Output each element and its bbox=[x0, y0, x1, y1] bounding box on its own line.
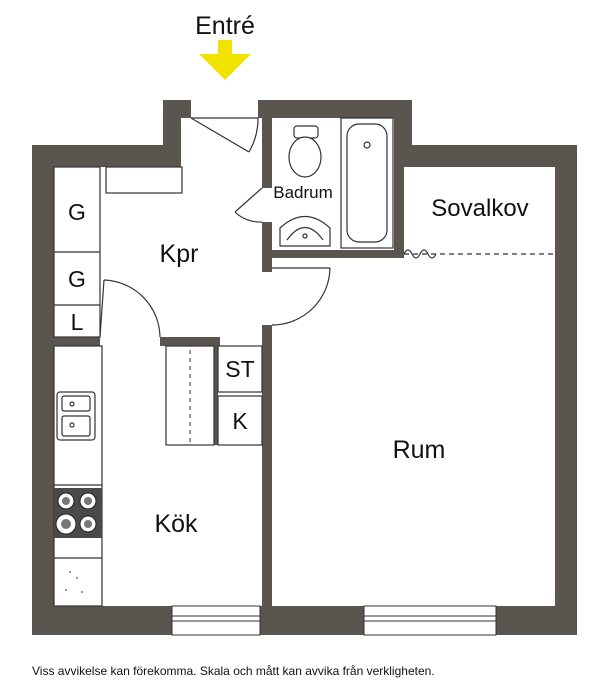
entrance-arrow bbox=[199, 40, 251, 80]
storage-closets bbox=[165, 345, 263, 446]
alcove-curtain bbox=[403, 249, 555, 259]
storage-label-k: K bbox=[232, 408, 248, 434]
storage-label-st: ST bbox=[225, 356, 254, 382]
entrance-label: Entré bbox=[195, 12, 255, 40]
disclaimer-text: Viss avvikelse kan förekomma. Skala och … bbox=[32, 664, 435, 678]
room-label-alcove: Sovalkov bbox=[431, 195, 528, 222]
room-label-living: Rum bbox=[393, 436, 446, 464]
wardrobes bbox=[53, 166, 183, 338]
room-label-kitchen: Kök bbox=[154, 510, 198, 538]
window-living-room bbox=[363, 605, 497, 636]
toilet bbox=[288, 125, 322, 178]
bathtub bbox=[340, 117, 394, 249]
room-label-bathroom: Badrum bbox=[273, 183, 333, 202]
living-room-door bbox=[271, 267, 331, 326]
fridge-dots bbox=[65, 571, 83, 593]
window-kitchen bbox=[171, 605, 261, 636]
kitchen-sink bbox=[56, 391, 96, 441]
room-label-hall: Kpr bbox=[160, 240, 199, 268]
kitchen-door bbox=[99, 279, 161, 338]
storage-label-l: L bbox=[71, 309, 84, 335]
interior-walls bbox=[54, 118, 404, 606]
storage-label-g1: G bbox=[68, 199, 86, 225]
kitchen-counter bbox=[53, 345, 103, 607]
washbasin bbox=[279, 215, 331, 247]
stove bbox=[54, 488, 102, 538]
bathroom-door bbox=[234, 187, 263, 223]
storage-label-g2: G bbox=[68, 266, 86, 292]
entry-door bbox=[190, 117, 259, 153]
